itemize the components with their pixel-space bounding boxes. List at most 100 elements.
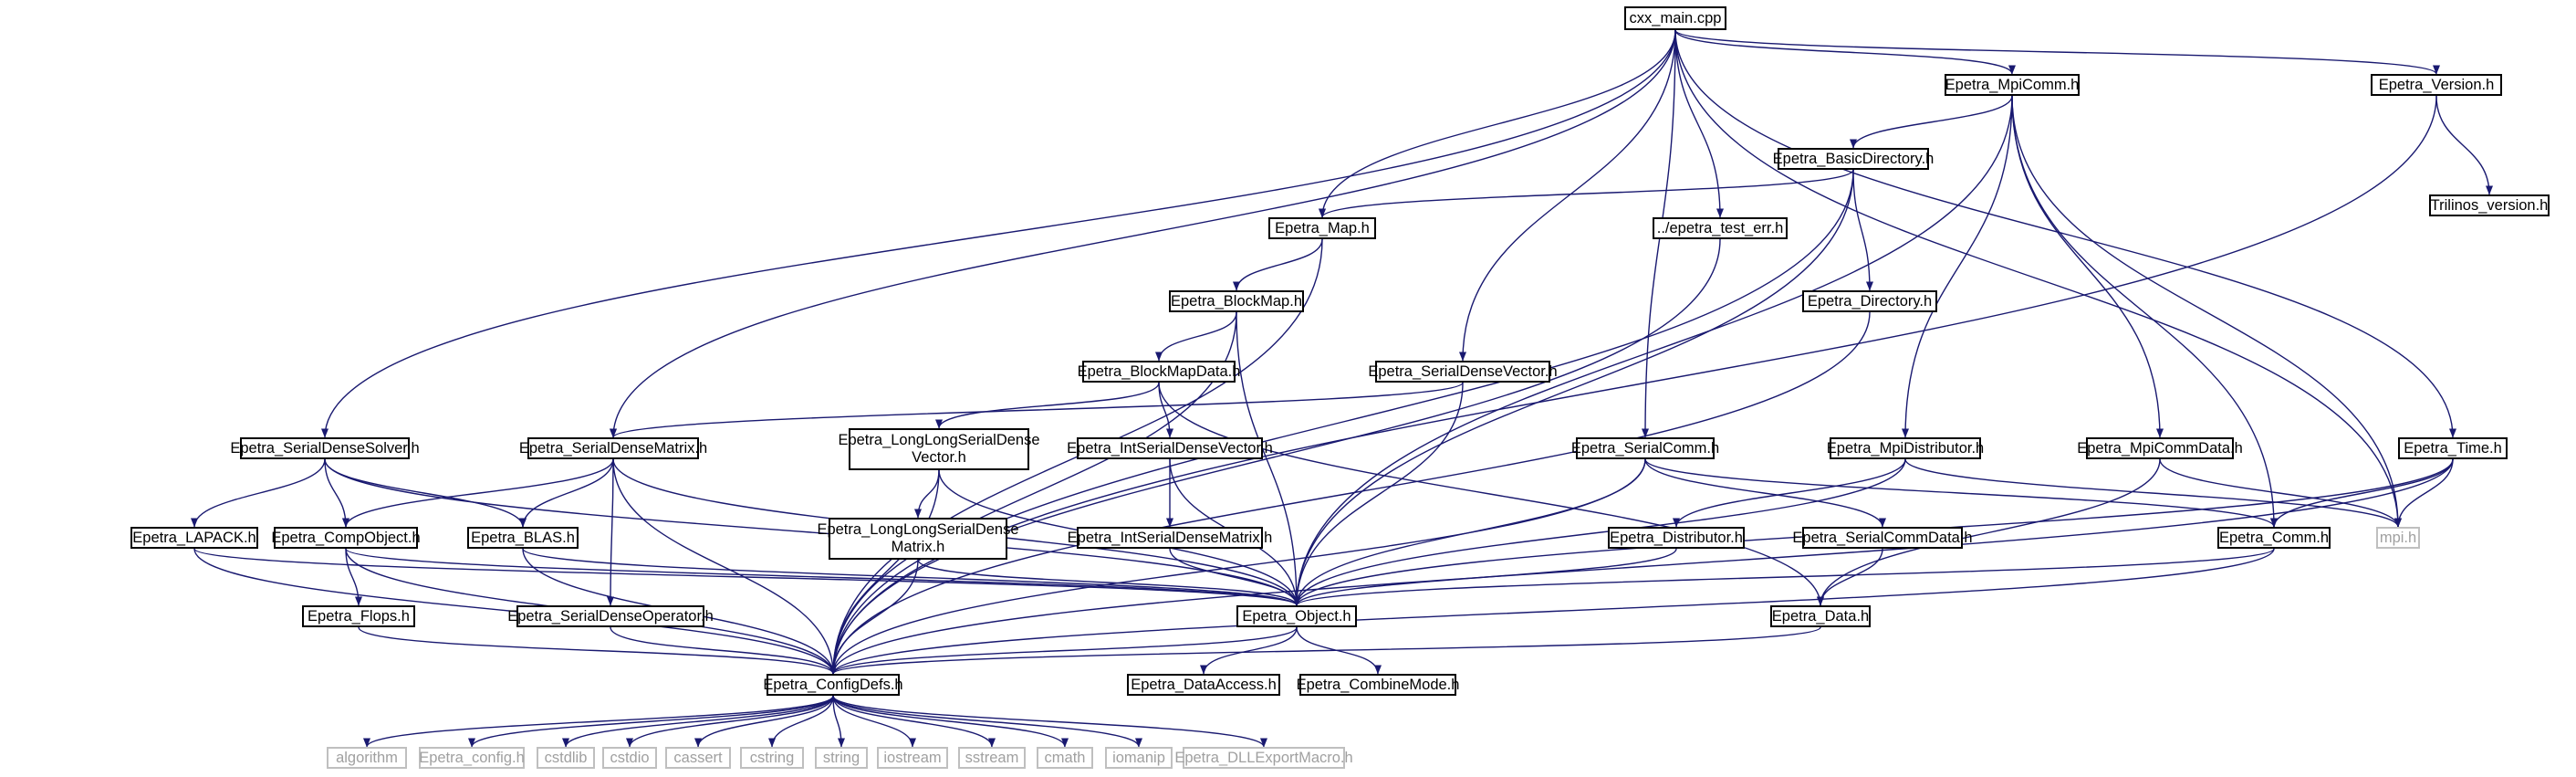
node-epetra-blockmapdata-h[interactable]: Epetra_BlockMapData.h [1078, 361, 1240, 383]
node-sstream: sstream [958, 747, 1026, 769]
node-epetra-directory-h[interactable]: Epetra_Directory.h [1802, 290, 1937, 312]
edge-cxx_main-to-sdmatrix [610, 29, 1676, 438]
node-algorithm: algorithm [327, 747, 407, 769]
node-epetra-time-h[interactable]: Epetra_Time.h [2398, 437, 2508, 459]
node-epetra-intserialdensematrix-h[interactable]: Epetra_IntSerialDenseMatrix.h [1068, 527, 1272, 549]
edge-cxx_main-to-map [1319, 29, 1676, 218]
edge-object-to-configdefs [829, 626, 1298, 675]
edge-time-to-configdefs [829, 458, 2454, 675]
node-epetra-mpicomm-h[interactable]: Epetra_MpiComm.h [1945, 74, 2080, 96]
edge-mpicomm-to-mpi [2011, 95, 2402, 528]
node-iostream: iostream [877, 747, 948, 769]
edge-mpicomm-to-comm [2011, 95, 2278, 528]
node-epetra-flops-h[interactable]: Epetra_Flops.h [302, 605, 415, 627]
node-epetra-intserialdensevector-h[interactable]: Epetra_IntSerialDenseVector.h [1067, 437, 1273, 459]
node-mpi-h: mpi.h [2376, 527, 2420, 549]
node-trilinos-version-h: Trilinos_version.h [2429, 194, 2550, 216]
node-cstdlib: cstdlib [537, 747, 595, 769]
node-epetra-serialcomm-h[interactable]: Epetra_SerialComm.h [1571, 437, 1719, 459]
node-epetra-combinemode-h[interactable]: Epetra_CombineMode.h [1297, 674, 1459, 696]
node-epetra-mpicommdata-h[interactable]: Epetra_MpiCommData.h [2077, 437, 2243, 459]
edge-flops-to-configdefs [358, 626, 837, 675]
edge-mpicomm-to-object [1293, 95, 2013, 606]
node-epetra-serialdensesolver-h[interactable]: Epetra_SerialDenseSolver.h [230, 437, 420, 459]
edge-sdsolver-to-lapack [191, 458, 326, 528]
edge-cxx_main-to-mpi [1674, 29, 2402, 528]
edge-time-to-mpi [2394, 458, 2454, 528]
node-cstdio: cstdio [602, 747, 657, 769]
node-epetra-test-err-h[interactable]: ../epetra_test_err.h [1653, 217, 1788, 239]
edge-configdefs-to-cstdio [626, 695, 834, 748]
node-epetra-blockmap-h[interactable]: Epetra_BlockMap.h [1169, 290, 1304, 312]
edge-mpidistributor-to-object [1293, 458, 1906, 606]
edge-configdefs-to-algorithm [363, 695, 834, 748]
edge-comm-to-configdefs [829, 548, 2275, 675]
node-epetra-mpidistributor-h[interactable]: Epetra_MpiDistributor.h [1827, 437, 1984, 459]
edge-blockmap-to-blockmapdata [1155, 311, 1237, 362]
edge-object-to-dataaccess [1200, 626, 1298, 675]
edge-configdefs-to-iostream [832, 695, 916, 748]
edge-cxx_main-to-sdsolver [321, 29, 1676, 438]
edge-blockmapdata-to-llsdvector [935, 382, 1160, 429]
edge-serialcommdata-to-data [1817, 548, 1883, 606]
node-epetra-object-h[interactable]: Epetra_Object.h [1236, 605, 1357, 627]
edge-mpicomm-to-basicdir [1850, 95, 2013, 149]
edge-serialcomm-to-comm [1644, 458, 2278, 528]
edge-sdsolver-to-compobject [324, 458, 349, 528]
edge-lapack-to-configdefs [193, 548, 837, 675]
edge-cxx_main-to-mpicomm [1674, 29, 2016, 75]
edge-blockmap-to-object [1236, 311, 1300, 606]
edge-lapack-to-object [193, 548, 1300, 606]
edge-version-to-trilinos_version [2435, 95, 2493, 195]
edge-configdefs-to-cstring [768, 695, 834, 748]
node-epetra-serialdenseoperator-h[interactable]: Epetra_SerialDenseOperator.h [507, 605, 714, 627]
edge-sdmatrix-to-configdefs [612, 458, 837, 675]
node-epetra-version-h[interactable]: Epetra_Version.h [2371, 74, 2502, 96]
edge-sdmatrix-to-compobject [342, 458, 614, 528]
node-epetra-serialdensevector-h[interactable]: Epetra_SerialDenseVector.h [1368, 361, 1558, 383]
edge-llsdvector-to-llsdmatrix [914, 469, 940, 519]
node-epetra-configdefs-h[interactable]: Epetra_ConfigDefs.h [763, 674, 903, 696]
edge-configdefs-to-iomanip [832, 695, 1142, 748]
edge-basicdir-to-directory [1852, 169, 1873, 291]
node-epetra-longlongserialdensematrix-h[interactable]: Epetra_LongLongSerialDense Matrix.h [817, 518, 1019, 560]
node-epetra-longlongserialdensevector-h[interactable]: Epetra_LongLongSerialDense Vector.h [838, 428, 1040, 470]
edge-cxx_main-to-test_err [1674, 29, 1724, 218]
edge-time-to-comm [2270, 458, 2454, 528]
edge-sdmatrix-to-sdoperator [607, 458, 615, 606]
node-epetra-dllexportmacro-h: Epetra_DLLExportMacro.h [1174, 747, 1353, 769]
edge-basicdir-to-object [1293, 169, 1854, 606]
node-epetra-lapack-h[interactable]: Epetra_LAPACK.h [130, 527, 258, 549]
edge-mpicomm-to-mpidistributor [1902, 95, 2013, 438]
edge-configdefs-to-epetra_config [468, 695, 834, 748]
node-epetra-basicdirectory-h[interactable]: Epetra_BasicDirectory.h [1773, 148, 1934, 170]
edge-sdvector-to-object [1293, 382, 1464, 606]
node-epetra-map-h[interactable]: Epetra_Map.h [1268, 217, 1376, 239]
edge-cxx_main-to-version [1674, 29, 2440, 75]
edge-blockmapdata-to-data [1158, 382, 1824, 606]
node-epetra-dataaccess-h[interactable]: Epetra_DataAccess.h [1127, 674, 1280, 696]
edge-llsdmatrix-to-configdefs [829, 559, 919, 675]
edge-data-to-configdefs [829, 626, 1821, 675]
edge-llsdvector-to-configdefs [829, 469, 940, 675]
node-epetra-data-h[interactable]: Epetra_Data.h [1770, 605, 1871, 627]
node-cxx-main-cpp: cxx_main.cpp [1624, 6, 1726, 30]
edge-cxx_main-to-sdvector [1459, 29, 1676, 362]
edge-comm-to-object [1293, 548, 2275, 606]
edge-mpidistributor-to-distributor [1673, 458, 1906, 528]
edge-directory-to-configdefs [829, 311, 1871, 675]
node-epetra-distributor-h[interactable]: Epetra_Distributor.h [1608, 527, 1745, 549]
edge-sdmatrix-to-blas [519, 458, 614, 528]
node-epetra-serialcommdata-h[interactable]: Epetra_SerialCommData.h [1792, 527, 1973, 549]
edge-map-to-blockmap [1233, 238, 1323, 291]
node-iomanip: iomanip [1105, 747, 1173, 769]
node-epetra-serialdensematrix-h[interactable]: Epetra_SerialDenseMatrix.h [519, 437, 707, 459]
edge-basicdir-to-configdefs [829, 169, 1854, 675]
node-epetra-blas-h[interactable]: Epetra_BLAS.h [467, 527, 579, 549]
edge-configdefs-to-string [832, 695, 845, 748]
edge-basicdir-to-map [1319, 169, 1854, 218]
edge-llsdmatrix-to-object [917, 559, 1300, 606]
node-epetra-compobject-h[interactable]: Epetra_CompObject.h [271, 527, 421, 549]
node-epetra-comm-h[interactable]: Epetra_Comm.h [2217, 527, 2331, 549]
edge-compobject-to-flops [345, 548, 362, 606]
